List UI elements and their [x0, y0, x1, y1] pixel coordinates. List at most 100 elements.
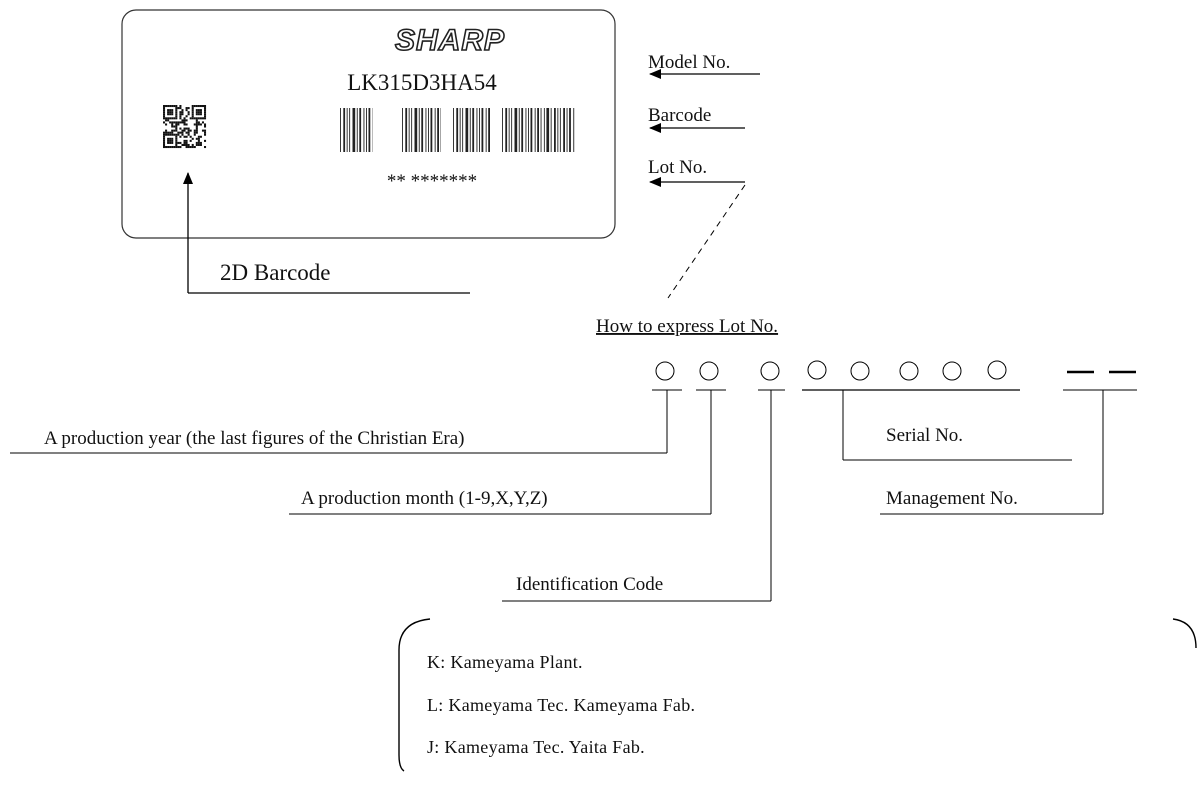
- qr-module: [163, 115, 166, 118]
- qr-module: [175, 125, 178, 128]
- barcode-2d-label: 2D Barcode: [220, 260, 331, 285]
- qr-module: [173, 121, 176, 124]
- qr-module: [173, 129, 176, 132]
- barcode-bar: [430, 108, 433, 152]
- qr-module: [175, 117, 178, 120]
- qr-module: [169, 111, 172, 114]
- qr-module: [193, 105, 196, 108]
- qr-module: [189, 146, 192, 149]
- qr-module: [171, 125, 174, 128]
- qr-module: [195, 141, 198, 144]
- lot-no-dashed-link: [667, 184, 746, 299]
- qr-module: [167, 111, 170, 114]
- qr-module: [179, 115, 182, 118]
- barcode-bar: [469, 108, 471, 152]
- qr-module: [177, 146, 180, 149]
- year-digit-circle: [655, 361, 675, 381]
- qr-module: [181, 119, 184, 122]
- qr-module: [197, 139, 200, 142]
- barcode-bar: [554, 108, 556, 152]
- barcode-bar: [569, 108, 571, 152]
- qr-module: [185, 131, 188, 134]
- qr-module: [179, 131, 182, 134]
- qr-module: [195, 117, 198, 120]
- plant-code-l: L: Kameyama Tec. Kameyama Fab.: [427, 695, 695, 715]
- barcode-bar: [465, 108, 469, 152]
- qr-module: [167, 131, 170, 134]
- identification-code-label: Identification Code: [516, 574, 663, 595]
- barcode-bar: [546, 108, 550, 152]
- qr-module: [195, 143, 198, 146]
- production-month-leader: A production month (1-9,X,Y,Z): [289, 389, 726, 515]
- barcode-bar: [537, 108, 539, 152]
- qr-module: [195, 131, 198, 134]
- qr-module: [169, 105, 172, 108]
- barcode-bar: [481, 108, 484, 152]
- qr-module: [179, 141, 182, 144]
- qr-module: [167, 146, 170, 149]
- lot-number-placeholder: ** *******: [387, 171, 477, 192]
- qr-module: [187, 133, 190, 136]
- barcode-callout: Barcode: [648, 105, 745, 133]
- barcode-bar: [366, 108, 367, 152]
- qr-module: [185, 115, 188, 118]
- qr-module: [193, 133, 196, 136]
- qr-module: [195, 137, 198, 140]
- qr-code: [163, 105, 207, 149]
- qr-module: [169, 109, 172, 112]
- qr-module: [185, 139, 188, 142]
- sharp-logo: SHARP: [395, 24, 505, 57]
- qr-module: [163, 146, 166, 149]
- qr-module: [191, 146, 194, 149]
- qr-module: [181, 129, 184, 132]
- lot-no-callout: Lot No.: [648, 157, 746, 299]
- qr-module: [165, 117, 168, 120]
- qr-module: [171, 109, 174, 112]
- qr-module: [179, 107, 182, 110]
- qr-module: [185, 146, 188, 149]
- qr-module: [191, 113, 194, 116]
- qr-module: [191, 115, 194, 118]
- barcode-bar: [557, 108, 559, 152]
- barcode-bar: [521, 108, 524, 152]
- qr-module: [171, 105, 174, 108]
- management-no-label: Management No.: [886, 488, 1018, 509]
- barcode-bar: [550, 108, 552, 152]
- qr-module: [173, 105, 176, 108]
- serial-digit-circle: [807, 360, 827, 380]
- qr-module: [175, 113, 178, 116]
- qr-module: [187, 131, 190, 134]
- barcode-bar: [459, 108, 461, 152]
- qr-module: [199, 113, 202, 116]
- qr-module: [204, 105, 207, 108]
- qr-module: [179, 146, 182, 149]
- production-year-leader: A production year (the last figures of t…: [10, 389, 682, 454]
- qr-module: [197, 137, 200, 140]
- qr-module: [199, 111, 202, 114]
- qr-module: [185, 123, 188, 126]
- barcode-bar: [543, 108, 545, 152]
- qr-module: [169, 133, 172, 136]
- qr-module: [179, 127, 182, 130]
- barcode-bar: [349, 108, 351, 152]
- qr-module: [177, 107, 180, 110]
- qr-module: [163, 133, 166, 136]
- identification-code-leader: Identification Code: [502, 389, 785, 602]
- barcode-bar: [408, 108, 410, 152]
- qr-module: [195, 125, 198, 128]
- qr-module: [179, 117, 182, 120]
- qr-module: [185, 119, 188, 122]
- qr-module: [169, 141, 172, 144]
- qr-module: [204, 123, 207, 126]
- qr-module: [163, 135, 166, 138]
- barcode-bar: [488, 108, 490, 152]
- qr-module: [175, 127, 178, 130]
- barcode-bar: [414, 108, 418, 152]
- barcode-bar: [356, 108, 358, 152]
- qr-module: [193, 131, 196, 134]
- qr-module: [193, 123, 196, 126]
- barcode-bar: [453, 108, 454, 152]
- barcode-bar: [540, 108, 542, 152]
- qr-module: [171, 146, 174, 149]
- qr-module: [177, 133, 180, 136]
